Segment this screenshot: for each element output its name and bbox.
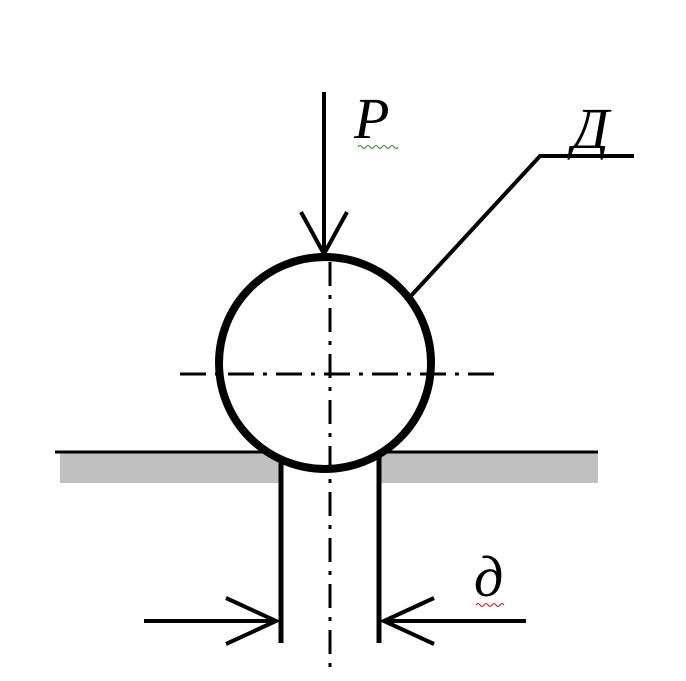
gap-label-squiggle xyxy=(475,602,505,608)
force-arrow-head xyxy=(299,211,349,259)
force-label: P xyxy=(353,86,389,151)
gap-arrow-left xyxy=(144,596,281,646)
ball xyxy=(215,253,435,473)
gap-label: д xyxy=(474,544,503,609)
diameter-label: Д xyxy=(567,96,612,161)
force-arrow xyxy=(299,92,349,259)
force-label-squiggle xyxy=(357,144,399,150)
gap-arrow-right xyxy=(379,596,526,646)
diameter-leader-line xyxy=(407,154,634,300)
